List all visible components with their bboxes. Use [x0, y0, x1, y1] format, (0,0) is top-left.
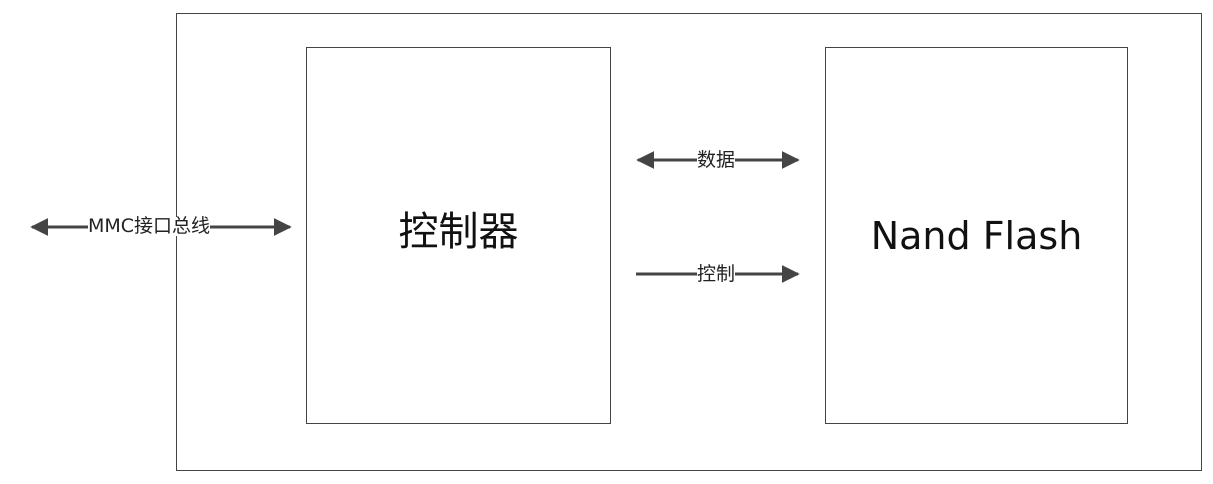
mmc-bus-label: MMC接口总线: [88, 215, 211, 237]
controller-label: 控制器: [398, 209, 519, 255]
data-label: 数据: [697, 149, 736, 171]
control-label: 控制: [697, 263, 736, 285]
nand-flash-block: Nand Flash: [825, 47, 1128, 424]
nand-flash-label: Nand Flash: [870, 213, 1083, 258]
controller-block: 控制器: [306, 47, 611, 424]
